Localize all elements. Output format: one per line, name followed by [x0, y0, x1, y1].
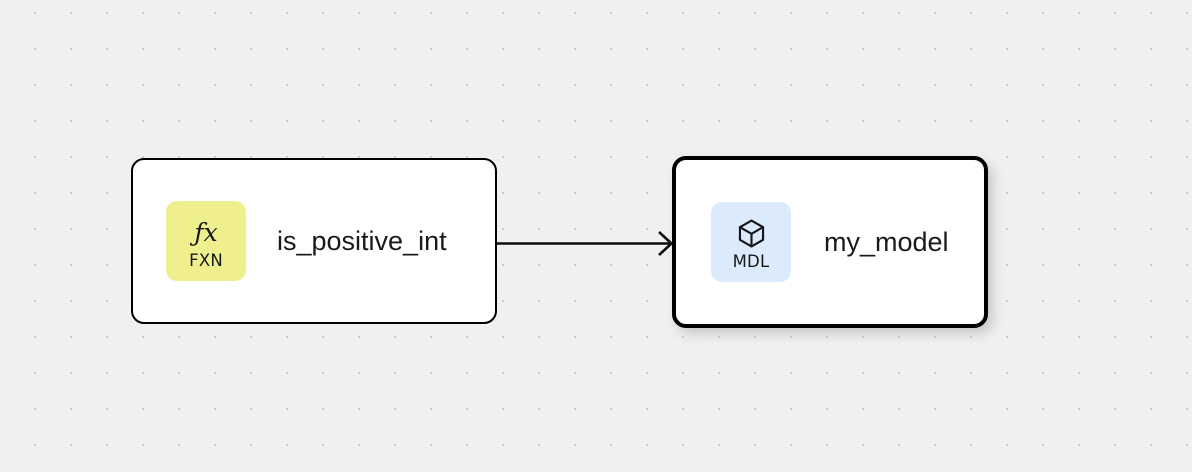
- edge-is_positive_int-my_model[interactable]: [497, 231, 674, 256]
- function-icon: ƒx: [194, 214, 217, 250]
- node-type-badge-mdl: MDL: [711, 202, 791, 282]
- node-type-badge-fxn: ƒx FXN: [166, 201, 246, 281]
- cube-icon: [735, 215, 768, 251]
- node-is_positive_int[interactable]: ƒx FXN is_positive_int: [131, 158, 497, 324]
- node-title: my_model: [824, 226, 949, 257]
- cube-icon-svg: [738, 219, 764, 248]
- node-my_model[interactable]: MDL my_model: [672, 156, 988, 328]
- node-title: is_positive_int: [277, 225, 447, 256]
- node-type-badge-label: FXN: [189, 251, 223, 271]
- node-type-badge-label: MDL: [732, 252, 770, 272]
- edge-arrowhead-icon: [658, 231, 674, 256]
- function-icon-glyph: ƒx: [194, 217, 218, 247]
